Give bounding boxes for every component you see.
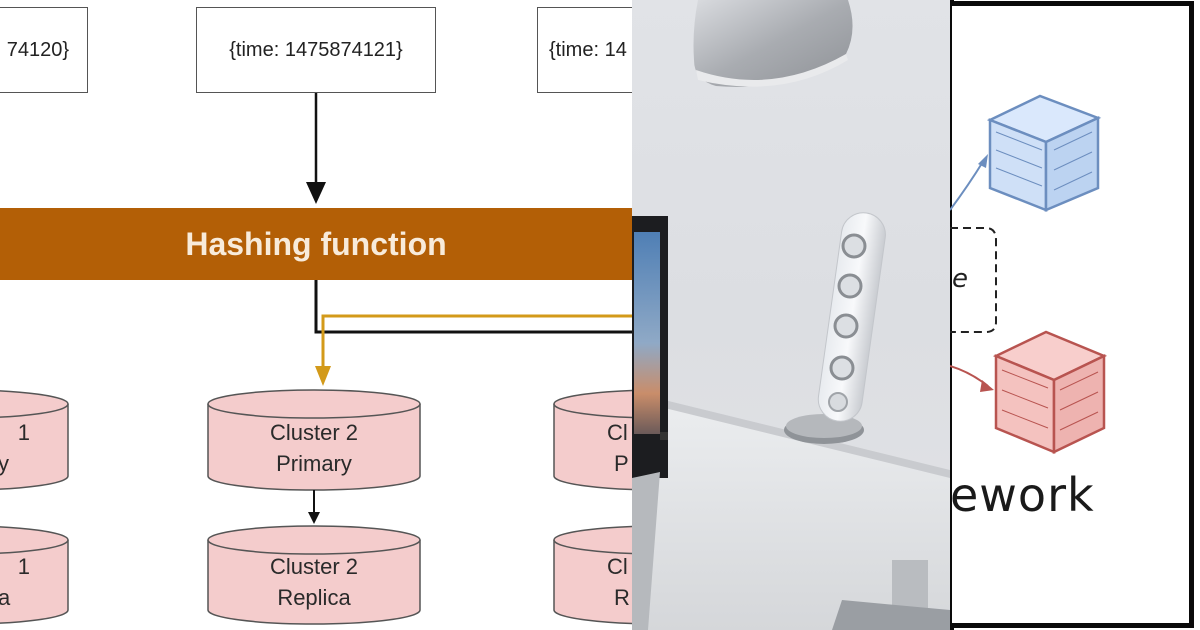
cluster-1-primary-cylinder [0, 390, 69, 490]
time-box-1: 74120} [0, 7, 88, 93]
cluster-1-primary-label: 1 y [0, 417, 30, 479]
laptop [632, 216, 668, 630]
cluster-2-primary-label: Cluster 2 Primary [208, 417, 420, 479]
diagram-connectors [0, 93, 632, 625]
cluster-3-replica-cylinder [553, 525, 632, 625]
cluster-1-replica-line1: 1 [17, 554, 30, 579]
cluster-2-replica-line1: Cluster 2 [269, 554, 359, 579]
cluster-3-primary-label: Cl P [607, 417, 632, 479]
cluster-2-replica-line2: Replica [277, 585, 351, 610]
red-cube-icon [992, 330, 1108, 454]
sketch-partial-word: ework [950, 468, 1095, 522]
cluster-2-replica-cylinder [207, 525, 421, 625]
dashed-box-partial-label: e [952, 264, 968, 294]
hashing-function-bar: Hashing function [0, 208, 632, 280]
cluster-3-primary-line1: Cl [607, 420, 628, 445]
cluster-2-primary-cylinder [207, 389, 421, 491]
blue-cube-icon [986, 94, 1102, 212]
cluster-2-primary-line1: Cluster 2 [269, 420, 359, 445]
red-connector-arrowhead [980, 380, 994, 392]
cluster-1-primary-line2: y [0, 451, 9, 476]
time-box-3-text: {time: 14 [549, 38, 627, 61]
cluster-3-primary-line2: P [614, 451, 629, 476]
blue-connector-arrow [950, 159, 985, 211]
time-box-2: {time: 1475874121} [196, 7, 436, 93]
sketch-frame [952, 1, 1194, 628]
dashed-label-box [950, 227, 997, 333]
pendant-lamp [693, 0, 853, 87]
cluster-2-replica-label: Cluster 2 Replica [208, 551, 420, 613]
sketch-panel: e ework [950, 0, 1200, 630]
hash-gold-route-arrowhead [315, 366, 331, 386]
desk-photo-illustration [632, 0, 950, 630]
cluster-1-replica-line2: a [0, 585, 11, 610]
cluster-3-replica-line2: R [614, 585, 630, 610]
cluster-2-primary-line2: Primary [276, 451, 352, 476]
primary-to-replica-arrowhead [308, 512, 320, 524]
cluster-1-replica-label: 1 a [0, 551, 30, 613]
time-box-2-text: {time: 1475874121} [229, 38, 403, 61]
sketch-drawing [950, 94, 1108, 454]
cluster-1-replica-cylinder [0, 526, 69, 624]
cluster-1-primary-line1: 1 [17, 420, 30, 445]
desk-photo-panel [632, 0, 950, 630]
hash-gold-route-line [321, 314, 632, 368]
hashing-function-label: Hashing function [185, 225, 447, 262]
time-box-3: {time: 14 [537, 7, 632, 93]
speaker [784, 212, 886, 444]
cluster-3-replica-line1: Cl [607, 554, 628, 579]
time-to-hash-arrowhead [306, 182, 326, 204]
hash-black-route-line [314, 280, 632, 334]
cluster-3-replica-label: Cl R [607, 551, 632, 613]
cluster-3-primary-cylinder [553, 389, 632, 491]
time-box-1-text: 74120} [6, 38, 69, 61]
blue-connector-arrowhead [978, 154, 988, 168]
hashing-diagram-panel: 74120} {time: 1475874121} {time: 14 Hash… [0, 7, 632, 625]
